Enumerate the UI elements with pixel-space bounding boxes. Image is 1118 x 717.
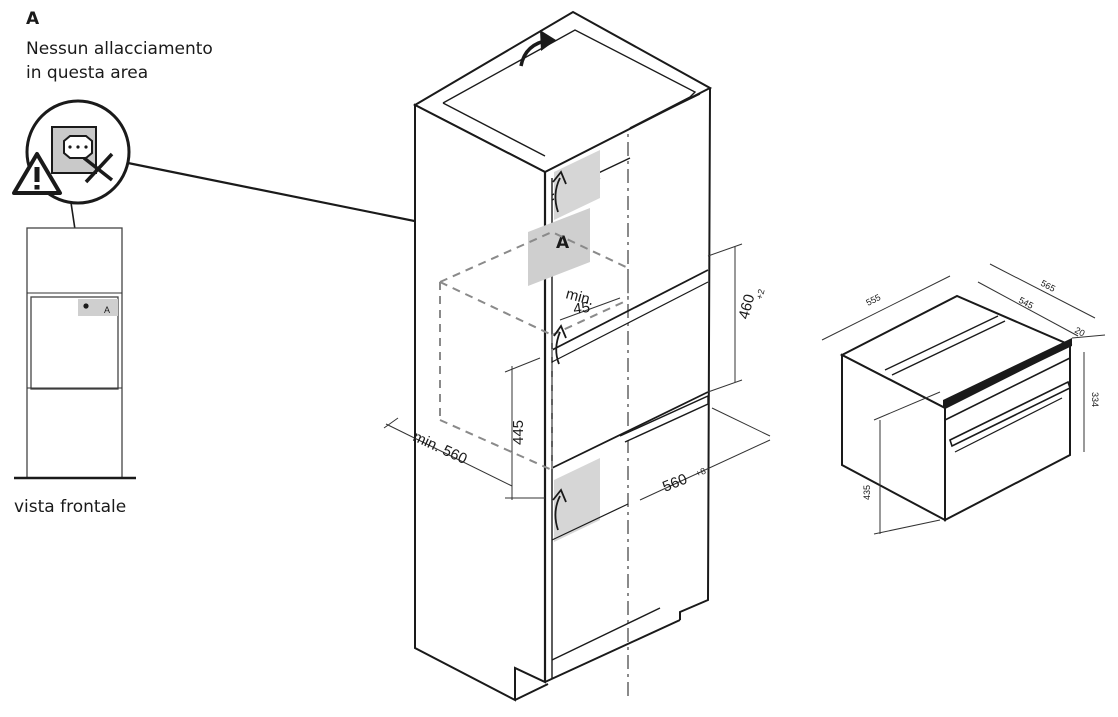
dim-460-value: 460	[735, 292, 758, 321]
dim-545-value: 545	[1017, 295, 1035, 311]
legend-letter: A	[26, 9, 40, 29]
legend-line-1: Nessun allacciamento	[26, 39, 213, 59]
front-view-label: vista frontale	[14, 497, 126, 517]
front-view-zone-letter: A	[104, 305, 110, 315]
dim-334-value: 334	[1090, 392, 1100, 407]
oven: 555 565 545 20 334 435	[821, 263, 1106, 535]
dim-min45-top: min.	[564, 285, 596, 309]
dim-435-value: 435	[862, 485, 872, 500]
cabinet-zone-a	[528, 208, 590, 286]
legend: A Nessun allacciamento in questa area	[26, 9, 213, 83]
front-view-zone-a	[78, 299, 118, 316]
cross-icon	[82, 152, 114, 184]
airflow-arrow-icon	[552, 170, 567, 531]
cabinet-zone-letter: A	[556, 233, 570, 253]
legend-line-2: in questa area	[26, 63, 148, 83]
dim-min45-bottom: 45	[572, 299, 591, 318]
dim-555-value: 555	[864, 292, 882, 308]
warning-triangle-icon	[12, 152, 62, 195]
magnifier	[12, 99, 529, 304]
dim-445-value: 445	[510, 420, 527, 445]
dim-565-value: 565	[1039, 278, 1057, 294]
power-socket-icon	[51, 126, 97, 174]
dim-20-value: 20	[1073, 325, 1087, 339]
dim-560-tolerance: +8	[694, 466, 707, 479]
dimension-460: 460 +2	[707, 243, 767, 393]
dim-460-tolerance: +2	[754, 288, 766, 301]
rotate-arrow-icon	[519, 30, 556, 67]
dimension-min-45: min. 45	[559, 285, 621, 321]
dim-560-value: 560	[660, 471, 690, 496]
cabinet: A 460 +2	[383, 10, 771, 702]
dimension-445: 445	[504, 357, 545, 500]
front-view: A vista frontale	[14, 227, 136, 517]
